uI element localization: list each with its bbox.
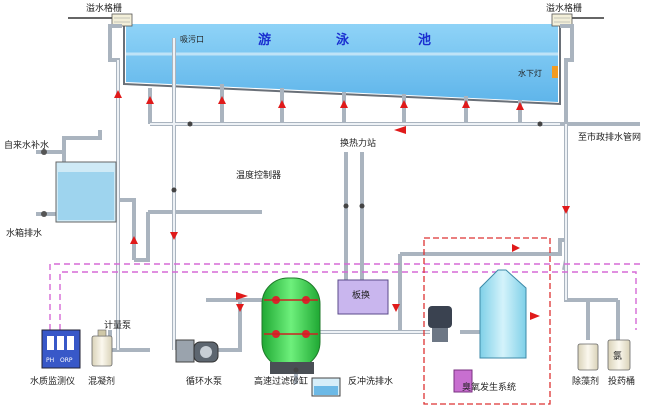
water-quality-meter bbox=[41, 329, 81, 369]
underwater-light-icon bbox=[552, 66, 558, 78]
label-suction-port: 吸污口 bbox=[180, 34, 204, 44]
ozone-system-boundary bbox=[423, 237, 551, 405]
label-heat-exchange-station: 换热力站 bbox=[340, 137, 376, 149]
label-water-quality-meter: 水质监测仪 bbox=[30, 375, 75, 387]
valve-icons bbox=[171, 121, 543, 373]
plate-exchanger bbox=[337, 279, 389, 315]
pool-title-char-2: 泳 bbox=[336, 32, 350, 48]
ozone-generator bbox=[453, 369, 473, 393]
label-algae-remover: 除藻剂 bbox=[572, 375, 599, 387]
label-ph: PH bbox=[46, 357, 54, 364]
signal-lines bbox=[49, 263, 642, 330]
label-overflow-grate-left: 溢水格栅 bbox=[86, 2, 122, 14]
makeup-water-tank bbox=[55, 161, 117, 223]
valve-icon bbox=[41, 149, 47, 217]
coagulant-bottle bbox=[91, 329, 113, 367]
chlorine-dosing-bucket bbox=[607, 339, 631, 371]
label-circulation-pump: 循环水泵 bbox=[186, 375, 222, 387]
circulation-pump bbox=[175, 339, 219, 363]
label-backwash-drain: 反冲洗排水 bbox=[348, 375, 393, 387]
pool-title-char-3: 池 bbox=[418, 32, 431, 48]
label-municipal-drain: 至市政排水管网 bbox=[578, 131, 641, 143]
label-metering-pump: 计量泵 bbox=[104, 319, 131, 331]
algae-remover-bottle bbox=[577, 343, 599, 371]
label-temp-controller: 温度控制器 bbox=[236, 169, 281, 181]
high-speed-sand-filter bbox=[261, 277, 321, 374]
ozone-mixer bbox=[428, 306, 452, 342]
swimming-pool bbox=[68, 13, 604, 106]
label-dosing-bucket: 投药桶 bbox=[608, 375, 635, 387]
flow-arrow-icons bbox=[114, 90, 570, 320]
label-tap-water-supply: 自来水补水 bbox=[4, 139, 49, 151]
label-plate-exchanger: 板换 bbox=[352, 289, 370, 301]
label-underwater-light: 水下灯 bbox=[518, 68, 542, 78]
label-coagulant: 混凝剂 bbox=[88, 375, 115, 387]
pool-water bbox=[126, 24, 558, 102]
label-chlorine: 氯 bbox=[613, 350, 622, 362]
ozone-reaction-tank bbox=[479, 269, 527, 359]
pipe-highlights bbox=[117, 38, 567, 350]
backwash-basin bbox=[311, 377, 341, 397]
label-overflow-grate-right: 溢水格栅 bbox=[546, 2, 582, 14]
label-ozone-system: 臭氧发生系统 bbox=[462, 381, 516, 393]
label-high-speed-filter: 高速过滤砂缸 bbox=[254, 375, 308, 387]
label-orp: ORP bbox=[60, 357, 73, 364]
label-tank-drain: 水箱排水 bbox=[6, 227, 42, 239]
pool-title-char-1: 游 bbox=[258, 32, 271, 48]
